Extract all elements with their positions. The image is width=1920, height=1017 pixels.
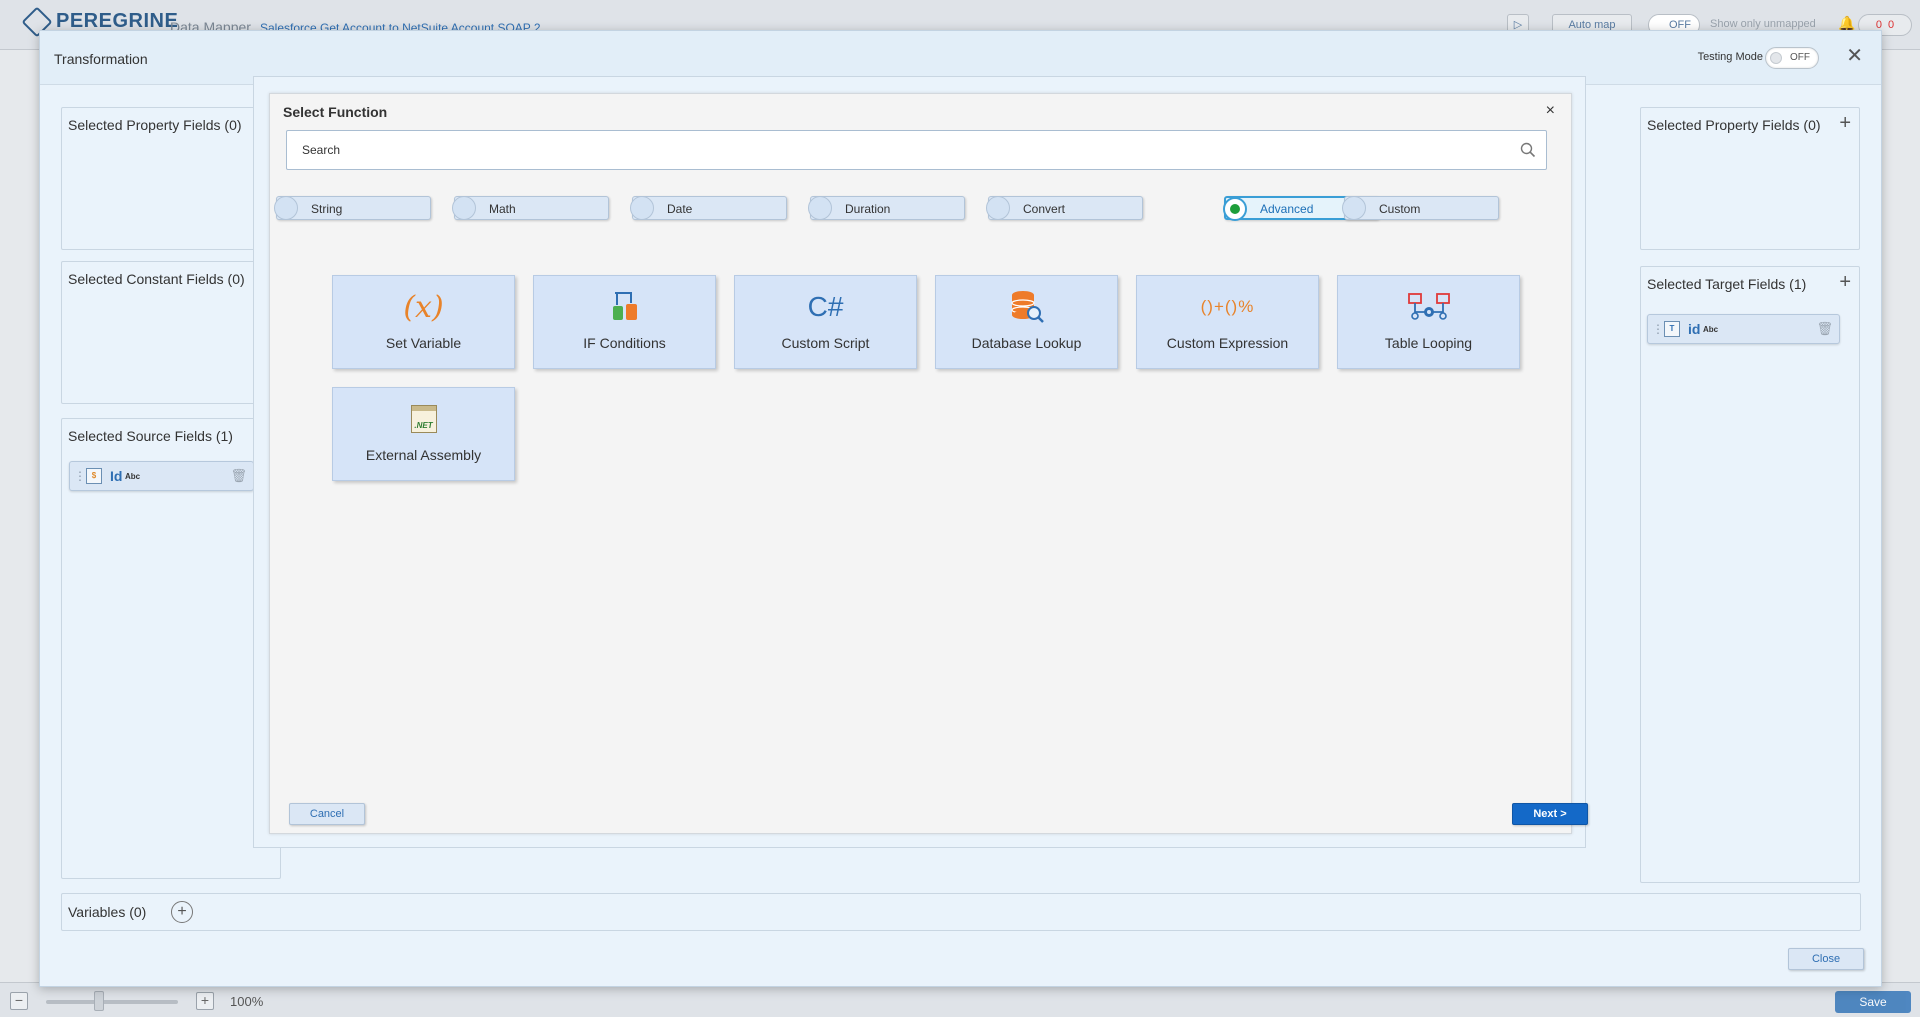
add-variable-icon[interactable]: + [171, 901, 193, 923]
category-label: Math [489, 202, 516, 216]
category-label: Date [667, 202, 693, 216]
trash-icon[interactable]: 🗑 [230, 468, 247, 483]
modal-title: Transformation [54, 51, 148, 67]
category-label: String [311, 202, 343, 216]
field-name: Id [110, 468, 123, 484]
radio-icon [274, 196, 298, 220]
select-function-title: Select Function [283, 104, 388, 120]
panel-title: Selected Target Fields (1) [1647, 276, 1807, 292]
app-logo: PEREGRINE [21, 6, 179, 38]
panel-title: Selected Source Fields (1) [68, 428, 233, 444]
toggle-knob [1770, 52, 1782, 64]
dotnet-assembly-icon: .NET [333, 402, 514, 436]
category-duration[interactable]: Duration [808, 196, 965, 220]
category-custom[interactable]: Custom [1342, 196, 1499, 220]
function-card-custom-expression[interactable]: ()+()% Custom Expression [1136, 275, 1319, 369]
field-type: Abc [125, 472, 141, 481]
category-label: Convert [1023, 202, 1066, 216]
testing-mode-label: Testing Mode [1697, 51, 1763, 63]
radio-selected-icon [1223, 197, 1247, 221]
table-loop-icon [1338, 290, 1519, 324]
left-constant-fields-panel: Selected Constant Fields (0) + [61, 261, 281, 404]
brand-name: PEREGRINE [56, 10, 179, 32]
function-label: Database Lookup [971, 335, 1082, 351]
right-target-fields-panel: Selected Target Fields (1) + [1640, 266, 1860, 883]
show-unmapped-label: Show only unmapped [1710, 18, 1816, 30]
add-target-field-icon[interactable]: + [1839, 271, 1851, 293]
function-card-external-assembly[interactable]: .NET External Assembly [332, 387, 515, 481]
function-label: Custom Script [781, 335, 870, 351]
radio-icon [452, 196, 476, 220]
left-source-fields-panel: Selected Source Fields (1) + [61, 418, 281, 879]
save-button[interactable]: Save [1835, 991, 1911, 1013]
panel-title: Selected Constant Fields (0) [68, 271, 245, 287]
function-label: Set Variable [385, 335, 462, 351]
testing-mode-toggle[interactable]: OFF [1765, 47, 1819, 69]
category-convert[interactable]: Convert [986, 196, 1143, 220]
function-card-custom-script[interactable]: C# Custom Script [734, 275, 917, 369]
testing-mode-value: OFF [1790, 52, 1810, 63]
zoom-out-button[interactable]: − [10, 992, 28, 1010]
field-type-icon: $ [86, 468, 102, 484]
category-string[interactable]: String [274, 196, 431, 220]
close-icon[interactable]: × [1545, 102, 1555, 119]
source-field-chip[interactable]: ⋮⋮ $ Id Abc 🗑 [69, 461, 254, 491]
add-property-field-icon[interactable]: + [1839, 112, 1851, 134]
category-label: Custom [1379, 202, 1421, 216]
radio-icon [808, 196, 832, 220]
category-math[interactable]: Math [452, 196, 609, 220]
left-property-fields-panel: Selected Property Fields (0) + [61, 107, 281, 250]
radio-icon [986, 196, 1010, 220]
close-button[interactable]: Close [1788, 948, 1864, 970]
function-label: Custom Expression [1166, 335, 1289, 351]
variables-title: Variables (0) [68, 904, 147, 920]
close-icon[interactable]: ✕ [1846, 45, 1863, 67]
function-card-if-conditions[interactable]: IF Conditions [533, 275, 716, 369]
next-button[interactable]: Next > [1512, 803, 1588, 825]
search-icon[interactable] [1520, 142, 1536, 158]
function-card-set-variable[interactable]: (x) Set Variable [332, 275, 515, 369]
branch-icon [534, 290, 715, 324]
field-type: Abc [1703, 325, 1719, 334]
zoom-slider-thumb[interactable] [94, 991, 104, 1011]
radio-icon [1342, 196, 1366, 220]
app-footer: − + 100% Save [0, 982, 1920, 1017]
search-input[interactable] [287, 131, 1546, 169]
right-property-fields-panel: Selected Property Fields (0) + [1640, 107, 1860, 250]
zoom-slider-track[interactable] [46, 1000, 178, 1004]
select-function-dialog: Select Function × String Math Date Durat… [269, 93, 1588, 834]
variables-panel: Variables (0) + [61, 893, 1861, 931]
zoom-level: 100% [230, 994, 264, 1009]
variable-icon: (x) [403, 289, 444, 325]
category-date[interactable]: Date [630, 196, 787, 220]
function-label: Table Looping [1384, 335, 1473, 351]
category-label: Advanced [1260, 202, 1314, 216]
expression-icon: ()+()% [1200, 297, 1255, 316]
panel-title: Selected Property Fields (0) [68, 117, 242, 133]
function-label: IF Conditions [583, 335, 666, 351]
cancel-button[interactable]: Cancel [289, 803, 365, 825]
trash-icon[interactable]: 🗑 [1816, 321, 1833, 336]
csharp-icon: C# [807, 291, 844, 322]
zoom-in-button[interactable]: + [196, 992, 214, 1010]
function-card-database-lookup[interactable]: Database Lookup [935, 275, 1118, 369]
radio-icon [630, 196, 654, 220]
target-field-chip[interactable]: ⋮⋮ T id Abc 🗑 [1647, 314, 1840, 344]
database-search-icon [936, 290, 1117, 324]
field-name: id [1688, 321, 1701, 337]
panel-title: Selected Property Fields (0) [1647, 117, 1821, 133]
bell-icon[interactable]: 🔔 [1838, 15, 1856, 31]
search-box [286, 130, 1547, 170]
category-label: Duration [845, 202, 891, 216]
function-label: External Assembly [365, 447, 482, 463]
function-card-table-looping[interactable]: Table Looping [1337, 275, 1520, 369]
field-type-icon: T [1664, 321, 1680, 337]
